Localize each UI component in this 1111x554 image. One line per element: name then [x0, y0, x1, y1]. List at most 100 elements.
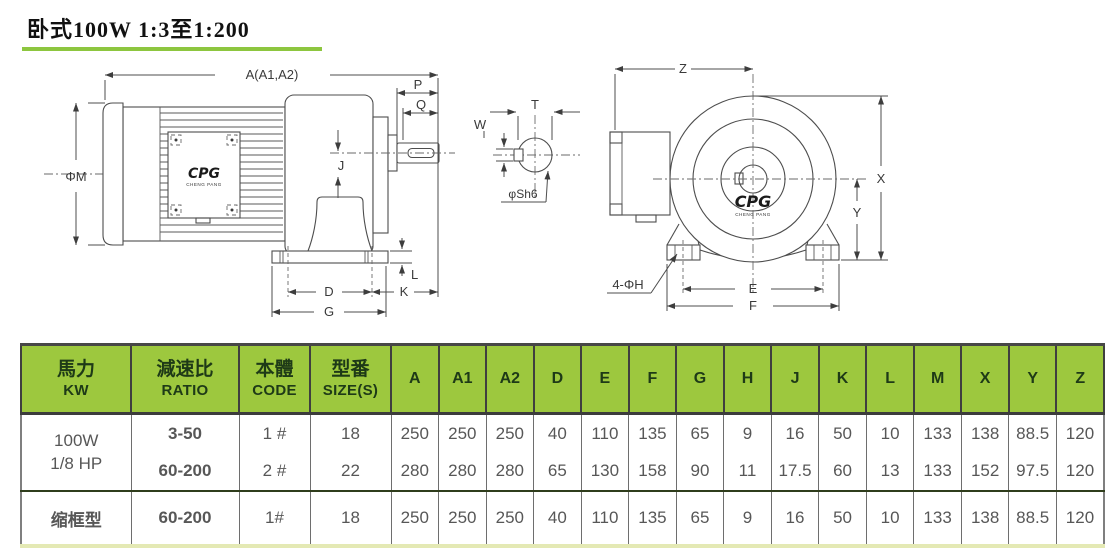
column-header-H: H [722, 344, 773, 415]
dim-cell: 65 [675, 490, 725, 546]
output-flange [372, 116, 389, 234]
cpg-logo-front-subtitle: CHENG PANG [735, 212, 771, 217]
dim-cell: 280 [485, 452, 535, 491]
dim-cell: 138 [960, 490, 1010, 546]
dim-cell: 10 [865, 413, 915, 452]
dim-label-a: A(A1,A2) [246, 67, 299, 82]
motor-body [122, 106, 286, 242]
dim-label-4h: 4-ΦH [612, 277, 643, 292]
dim-cell: 97.5 [1008, 452, 1057, 491]
spec-table-wrap: 馬力 KW 減速比 RATIO 本體 CODE 型番 SIZE(S) A A1 … [20, 343, 1105, 548]
base-plate [271, 250, 389, 264]
dim-cell: 152 [960, 452, 1010, 491]
dim-cell: 65 [675, 413, 725, 452]
dim-cell: 13 [865, 452, 915, 491]
dim-cell: 120 [1055, 490, 1105, 546]
dim-cell: 120 [1055, 452, 1105, 491]
title-underline [22, 47, 322, 51]
page-title: 卧式100W 1:3至1:200 [27, 17, 250, 42]
foot-pedestal [307, 196, 373, 252]
dim-cell: 133 [913, 452, 962, 491]
size-cell: 22 [309, 452, 392, 491]
dim-cell: 250 [438, 413, 487, 452]
dim-label-w: W [474, 117, 487, 132]
dim-cell: 130 [580, 452, 630, 491]
dim-cell: 250 [438, 490, 487, 546]
dim-label-k: K [400, 284, 409, 299]
dim-cell: 280 [438, 452, 487, 491]
ratio-cell: 3-50 [130, 413, 240, 452]
column-header-power: 馬力 KW [20, 344, 132, 415]
nameplate [167, 131, 241, 219]
dim-label-z: Z [679, 61, 687, 76]
dim-cell: 40 [533, 490, 582, 546]
ratio-cell: 60-200 [130, 452, 240, 491]
dim-cell: 16 [770, 413, 820, 452]
dim-cell: 60 [818, 452, 867, 491]
column-header-A2: A2 [485, 344, 535, 415]
cpg-logo-subtitle: CHENG PANG [186, 182, 222, 187]
dim-cell: 65 [533, 452, 582, 491]
dim-cell: 11 [723, 452, 772, 491]
nameplate-screws [170, 134, 238, 216]
dim-cell: 50 [818, 490, 867, 546]
nameplate-tab [195, 217, 211, 224]
column-header-M: M [912, 344, 963, 415]
code-cell: 1 # [238, 413, 311, 452]
type-cell: 缩框型 [20, 490, 132, 546]
dim-label-t: T [531, 97, 539, 112]
dim-label-g: G [324, 304, 334, 319]
dim-cell: 250 [485, 490, 535, 546]
terminal-box [609, 131, 671, 216]
column-header-E: E [580, 344, 630, 415]
column-header-G: G [675, 344, 725, 415]
dim-label-d: D [324, 284, 333, 299]
column-header-J: J [770, 344, 820, 415]
table-row: 100W 1/8 HP 3-50 1 # 18 250 250 250 40 1… [20, 413, 1105, 491]
dim-cell: 17.5 [770, 452, 820, 491]
dim-label-f: F [749, 298, 757, 313]
dim-cell: 88.5 [1008, 490, 1057, 546]
dim-cell: 10 [865, 490, 915, 546]
dim-label-x: X [877, 171, 886, 186]
base-plate-slots [279, 251, 369, 263]
dim-label-sh6: φSh6 [508, 187, 537, 201]
column-header-L: L [865, 344, 915, 415]
column-header-K: K [817, 344, 868, 415]
front-key-square [734, 172, 744, 185]
dim-cell: 110 [580, 490, 630, 546]
dim-cell: 110 [580, 413, 630, 452]
dim-cell: 16 [770, 490, 820, 546]
dim-cell: 90 [675, 452, 725, 491]
dim-cell: 135 [628, 413, 677, 452]
dim-label-p: P [414, 77, 423, 92]
motor-front-view-diagram: CPG CHENG PANG Z X Y 4-ΦH E F [607, 61, 888, 313]
column-header-code: 本體 CODE [238, 344, 311, 415]
dim-label-l: L [411, 267, 418, 282]
column-header-Z: Z [1055, 344, 1105, 415]
shaft-section-diagram: T W φSh6 [474, 97, 580, 203]
dim-label-y: Y [853, 205, 862, 220]
motor-side-view-diagram: CPG CHENG PANG A(A1,A2) P Q ΦM J L D [44, 67, 455, 319]
size-cell: 18 [309, 413, 392, 452]
column-header-Y: Y [1007, 344, 1058, 415]
terminal-box-tab [635, 214, 657, 223]
dim-cell: 138 [960, 413, 1010, 452]
column-header-D: D [532, 344, 583, 415]
key-square [513, 148, 524, 162]
code-cell: 1# [238, 490, 311, 546]
dimension-spec-table: 馬力 KW 減速比 RATIO 本體 CODE 型番 SIZE(S) A A1 … [20, 343, 1105, 548]
column-header-size: 型番 SIZE(S) [309, 344, 392, 415]
left-foot [666, 244, 701, 261]
table-row: 缩框型 60-200 1# 18 250 250 250 40 110 135 … [20, 490, 1105, 546]
dim-cell: 158 [628, 452, 677, 491]
cpg-logo: CPG [188, 166, 220, 182]
right-foot [805, 244, 840, 261]
dim-cell: 40 [533, 413, 582, 452]
dim-label-q: Q [416, 97, 426, 112]
dim-cell: 88.5 [1008, 413, 1057, 452]
motor-end-cap [102, 102, 124, 246]
table-row: 60-200 2 # 22 280 280 280 65 130 158 90 … [21, 452, 1105, 491]
header-row: 馬力 KW 減速比 RATIO 本體 CODE 型番 SIZE(S) A A1 … [20, 344, 1105, 415]
size-cell: 18 [309, 490, 392, 546]
